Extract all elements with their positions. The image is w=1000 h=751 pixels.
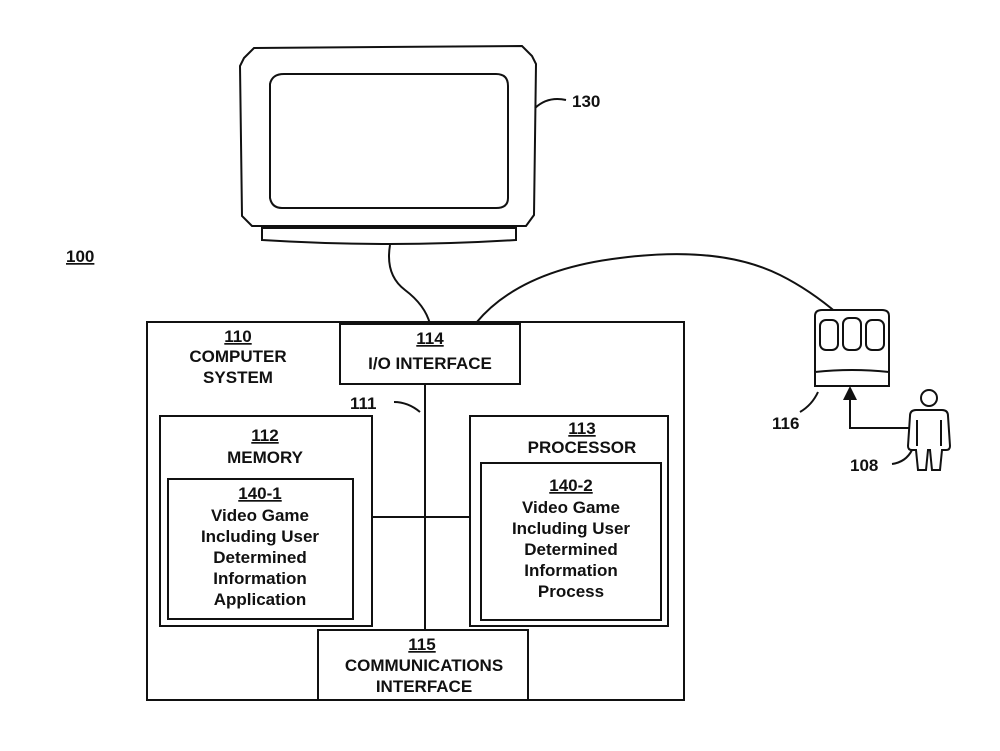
monitor-icon bbox=[238, 44, 538, 245]
application-num: 140-1 bbox=[238, 484, 281, 503]
input-device-cable bbox=[475, 253, 839, 324]
controller-leader-line bbox=[799, 391, 819, 413]
controller-ref-label: 116 bbox=[772, 414, 799, 433]
user-input-arrowhead bbox=[843, 386, 857, 400]
bus-ref-label: 111 bbox=[350, 394, 377, 413]
user-icon bbox=[906, 389, 952, 471]
game-controller-icon bbox=[814, 309, 890, 387]
user-leader-line bbox=[891, 449, 913, 465]
memory-num: 112 bbox=[251, 426, 278, 445]
computer-system-num: 110 bbox=[224, 327, 251, 346]
application-line1: Video Game bbox=[211, 506, 309, 525]
communications-interface-title-line1: COMMUNICATIONS bbox=[345, 656, 503, 675]
process-line4: Information bbox=[524, 561, 618, 580]
application-line4: Information bbox=[213, 569, 307, 588]
communications-interface-title-line2: INTERFACE bbox=[376, 677, 472, 696]
computer-system-title-line1: COMPUTER bbox=[189, 347, 286, 366]
user-input-arrow-line bbox=[849, 398, 910, 429]
processor-title: PROCESSOR bbox=[528, 438, 637, 457]
monitor-ref-label: 130 bbox=[572, 92, 600, 111]
communications-interface-box bbox=[317, 629, 529, 701]
communications-interface-num: 115 bbox=[408, 635, 435, 654]
process-box bbox=[480, 462, 662, 621]
memory-title: MEMORY bbox=[227, 448, 304, 467]
monitor-leader-line bbox=[534, 98, 567, 109]
process-line3: Determined bbox=[524, 540, 618, 559]
application-box bbox=[167, 478, 354, 620]
monitor-cable bbox=[388, 244, 431, 325]
process-line5: Process bbox=[538, 582, 604, 601]
processor-num: 113 bbox=[568, 419, 595, 438]
bus-leader-line bbox=[393, 401, 421, 413]
user-ref-label: 108 bbox=[850, 456, 878, 475]
io-interface-box bbox=[339, 323, 521, 385]
process-line2: Including User bbox=[512, 519, 630, 538]
application-line5: Application bbox=[214, 590, 307, 609]
application-line2: Including User bbox=[201, 527, 319, 546]
figure-ref-label: 100 bbox=[66, 247, 94, 266]
process-num: 140-2 bbox=[549, 476, 592, 495]
application-line3: Determined bbox=[213, 548, 307, 567]
process-line1: Video Game bbox=[522, 498, 620, 517]
computer-system-title-line2: SYSTEM bbox=[203, 368, 273, 387]
io-interface-title: I/O INTERFACE bbox=[368, 354, 492, 373]
io-interface-num: 114 bbox=[416, 329, 444, 348]
